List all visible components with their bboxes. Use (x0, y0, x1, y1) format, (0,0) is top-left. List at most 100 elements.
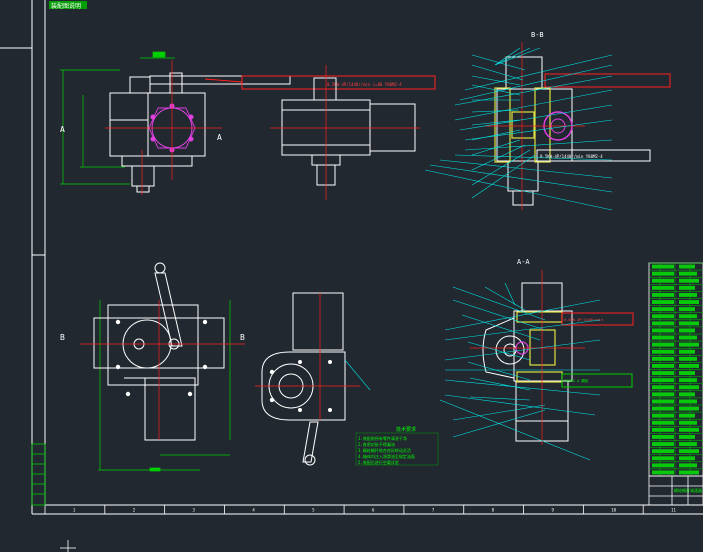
parts-table-cell (652, 456, 674, 461)
parts-table-cell (652, 378, 674, 383)
callout-box-top-left: 0.5KW-4P/1440r/min i=80 Y80M2-4 (204, 75, 436, 90)
grid-number: 9 (551, 508, 554, 513)
centerlines (270, 65, 420, 200)
front-view-top-left: A A 0.5KW-4P/1440r/min i=80 Y80M2-4 (60, 51, 436, 195)
parts-table-cell (652, 342, 674, 347)
grid-number: 2 (133, 508, 136, 513)
tech-line: 1.装配前所有零件清洗干净 (358, 435, 407, 441)
grid-number: 5 (312, 508, 315, 513)
title-block (648, 475, 703, 506)
leader-line (452, 286, 546, 321)
parts-list-table (648, 262, 703, 477)
dimension-lines (60, 51, 175, 185)
parts-table-cell (679, 364, 699, 368)
leader-line (444, 299, 601, 331)
leader-line (469, 396, 531, 401)
leader-line (452, 299, 546, 331)
parts-table-cell (652, 463, 674, 468)
parts-table-cell (679, 278, 699, 283)
technical-requirements: 技术要求 1.装配前所有零件清洗干净 2.各密封处不得漏油 3.蜗轮蜗杆啮合良好… (355, 426, 439, 466)
parts-table-cell (652, 399, 674, 404)
leader-line (444, 394, 596, 416)
leader-line (471, 129, 521, 141)
tech-line: 3.蜗轮蜗杆啮合良好转动灵活 (358, 447, 411, 453)
flange-view-bottom-middle (255, 292, 371, 466)
title-block-name: 蜗轮蜗杆减速器 (674, 487, 702, 493)
parts-table-cell (679, 406, 699, 411)
left-title-stack (31, 443, 46, 506)
parts-table-cell (679, 300, 699, 304)
leader-line (444, 319, 601, 341)
parts-table-cell (652, 264, 674, 269)
leader-line (467, 341, 531, 361)
leader-line (464, 54, 613, 91)
leader-line (429, 164, 613, 193)
view-letter: B (60, 333, 65, 342)
parts-table-cell (652, 278, 674, 283)
parts-table-cell (652, 427, 674, 432)
grid-number: 10 (611, 508, 616, 513)
leader-line (467, 361, 531, 381)
callout-box-aa: 0.5KW-4P/1440r/min Y80M2-4 蜗轮 (561, 312, 634, 388)
top-tag: 装配图说明 (49, 1, 87, 10)
parts-table-cell (679, 356, 697, 361)
leader-line (484, 286, 526, 311)
tech-title: 技术要求 (396, 426, 416, 433)
parts-table-cell (652, 307, 674, 312)
callout-text: 0.5KW-4P/1440r/min Y80M2-4 (540, 154, 603, 159)
view-letter: A (217, 133, 222, 142)
parts-table-cell (679, 470, 699, 475)
parts-table-cell (679, 442, 697, 446)
leader-line (452, 404, 546, 421)
leader-lines (424, 47, 613, 211)
parts-table-cell (652, 449, 674, 454)
callout-text: Y80M2-4 蜗轮 (564, 378, 589, 383)
parts-table-cell (679, 463, 697, 468)
parts-table-cell (679, 321, 699, 326)
parts-table-cell (679, 435, 695, 439)
parts-table-cell (652, 420, 674, 425)
parts-table-cell (679, 427, 699, 432)
parts-table-cell (652, 271, 674, 276)
bolt-holes (115, 319, 208, 397)
parts-table-cell (679, 342, 699, 347)
tech-line: 4.箱体内注入润滑油至规定油面 (358, 453, 415, 459)
parts-table-cell (652, 328, 674, 333)
cursor-crosshair-icon (60, 540, 76, 552)
parts-table-cell (652, 392, 674, 397)
leader-line (494, 47, 521, 66)
leader-line (454, 75, 613, 106)
view-letter: A (60, 125, 65, 134)
parts-table-cell (652, 349, 674, 354)
parts-table-cell (679, 264, 695, 269)
callout-text: 0.5KW-4P/1440r/min (564, 318, 603, 322)
parts-table-cell (652, 371, 674, 375)
leader-line (439, 159, 613, 179)
parts-table-cell (679, 328, 695, 333)
leader-line (471, 144, 526, 171)
grid-number: 8 (492, 508, 495, 513)
parts-table-cell (679, 371, 695, 375)
parts-table-cell (652, 385, 674, 390)
parts-table-cell (679, 385, 699, 390)
leader-line (471, 154, 536, 199)
drawing-frame (0, 0, 703, 515)
parts-table-cell (679, 413, 695, 418)
centerlines (105, 60, 222, 195)
parts-table-cell (679, 335, 697, 340)
leader-line (494, 47, 531, 66)
grid-number: 6 (372, 508, 375, 513)
leader-line (471, 109, 520, 113)
parts-table-cell (679, 271, 697, 276)
parts-table-cell (679, 456, 695, 461)
parts-table-cell (652, 442, 674, 446)
parts-table-cell (679, 293, 697, 297)
parts-table-cell (652, 435, 674, 439)
parts-table-cell (652, 285, 674, 290)
parts-table-cell (652, 321, 674, 326)
leader-lines (439, 282, 601, 461)
leader-line (471, 119, 520, 126)
leader-line (471, 139, 521, 156)
